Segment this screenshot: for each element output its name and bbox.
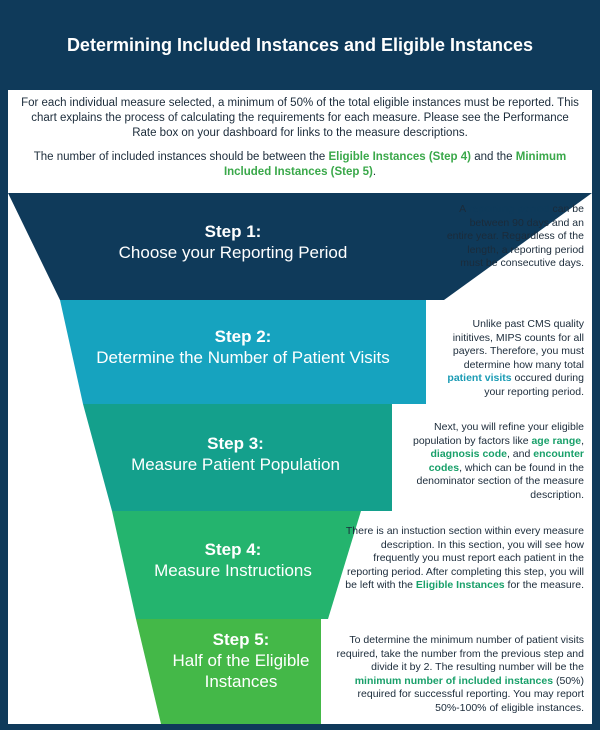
step-3-label: Step 3: Measure Patient Population (83, 433, 388, 475)
funnel-graphic (8, 193, 592, 724)
eligible-instances-highlight: Eligible Instances (415, 579, 505, 592)
step-4-number: Step 4: (204, 540, 262, 559)
diagnosis-code-highlight: diagnosis code (430, 448, 507, 461)
intro-box: For each individual measure selected, a … (8, 90, 592, 193)
step-3-number: Step 3: (207, 434, 264, 453)
page-title: Determining Included Instances and Eligi… (66, 34, 534, 55)
patient-visits-highlight: patient visits (447, 372, 512, 385)
funnel-band-step-1 (8, 193, 592, 300)
funnel-diagram: Step 1: Choose your Reporting Period A r… (8, 193, 592, 724)
step-4-label: Step 4: Measure Instructions (118, 539, 348, 581)
step-2-number: Step 2: (214, 327, 272, 346)
step-5-number: Step 5: (212, 630, 270, 649)
funnel-band-step-4 (112, 511, 361, 619)
step-2-description: Unlike past CMS quality inititives, MIPS… (447, 318, 584, 398)
encounter-codes-highlight: encounter codes (428, 448, 584, 474)
step-2-label: Step 2: Determine the Number of Patient … (68, 326, 418, 368)
step-4-name: Measure Instructions (154, 561, 312, 580)
minimum-included-instances-highlight: minimum number of included instances (354, 674, 554, 687)
step-1-description: A reporting period can be between 90 day… (446, 203, 584, 270)
intro-paragraph-2: The number of included instances should … (33, 151, 567, 178)
step-4-description: There is an instuction section within ev… (345, 525, 584, 592)
step-1-name: Choose your Reporting Period (118, 243, 348, 262)
funnel-band-step-2 (60, 300, 426, 404)
step-1-number: Step 1: (204, 222, 262, 241)
step-1-label: Step 1: Choose your Reporting Period (68, 221, 398, 263)
eligible-instances-link: Eligible Instances (Step 4) (328, 151, 471, 163)
step-5-name: Half of the Eligible Instances (172, 651, 310, 691)
step-2-name: Determine the Number of Patient Visits (96, 348, 390, 367)
funnel-band-step-3 (83, 404, 392, 511)
step-5-label: Step 5: Half of the Eligible Instances (156, 629, 326, 692)
intro-paragraph-1: For each individual measure selected, a … (21, 97, 579, 139)
step-5-description: To determine the minimum number of patie… (336, 634, 584, 714)
age-range-highlight: age range (531, 434, 582, 447)
funnel-band-step-5 (136, 619, 321, 724)
step-3-name: Measure Patient Population (131, 455, 340, 474)
minimum-included-instances-link: Minimum Included Instances (Step 5) (223, 151, 567, 178)
step-3-description: Next, you will refine your eligible popu… (412, 421, 584, 501)
reporting-period-highlight: reporting period (468, 203, 550, 215)
